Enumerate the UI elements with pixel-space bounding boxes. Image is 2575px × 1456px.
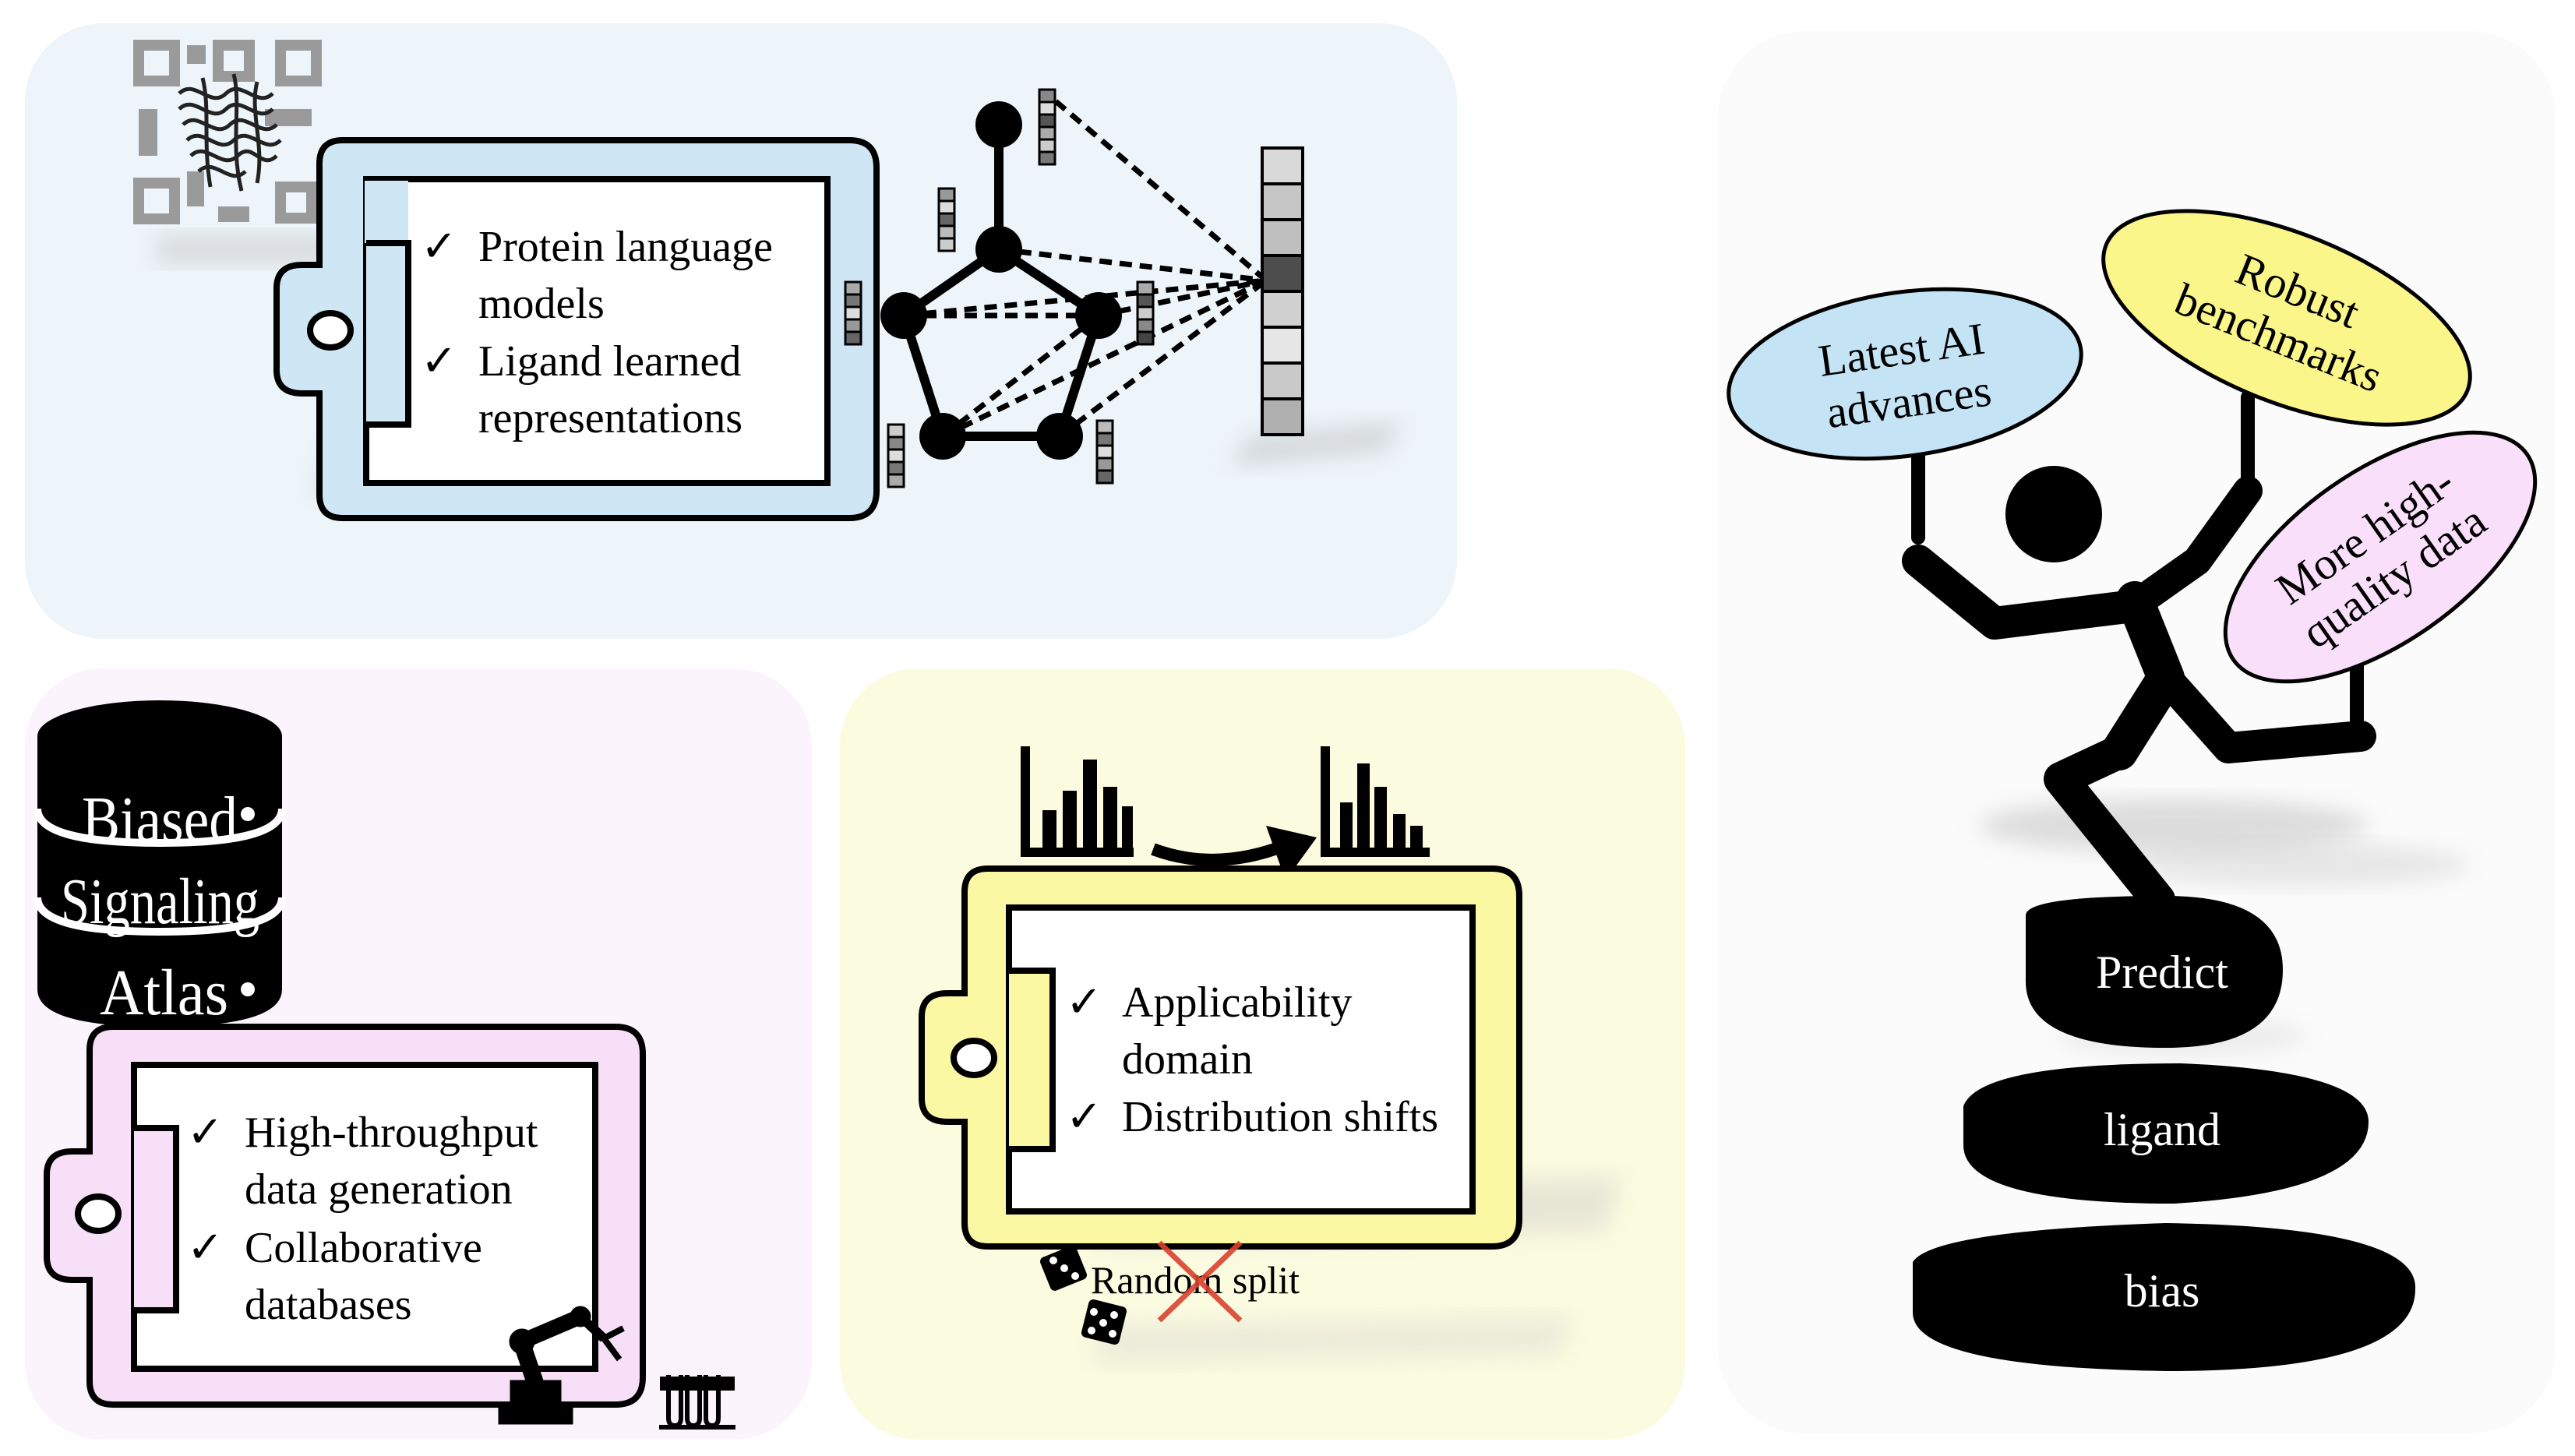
shift-arrow-icon (1151, 826, 1317, 880)
balloon-robust-benchmarks: Robust benchmarks (2101, 209, 2472, 427)
feature-vector-icon (887, 423, 905, 488)
benchmarks-panel: ✓ Applicability domain ✓ Distribution sh… (919, 746, 1621, 1363)
cross-out-icon (1157, 1240, 1243, 1323)
checkmark-icon: ✓ (421, 337, 457, 386)
checklist-item-collaborative-cont: databases (245, 1281, 412, 1329)
checklist-item-applicability: Applicability (1122, 978, 1353, 1027)
checklist-item-ligand-learned-cont: representations (478, 394, 743, 442)
dice-icon (1040, 1246, 1087, 1291)
checklist-item-high-throughput-cont: data generation (245, 1165, 513, 1214)
checkmark-icon: ✓ (187, 1109, 224, 1157)
checkmark-icon: ✓ (1066, 978, 1102, 1027)
tablet-button-icon (75, 1193, 122, 1234)
checklist-item-distribution-shifts: Distribution shifts (1122, 1093, 1438, 1141)
protein-structure-icon (133, 40, 322, 224)
checkmark-icon: ✓ (421, 223, 457, 271)
database-label-biased: Biased (82, 784, 238, 856)
feature-vector-icon (937, 187, 956, 252)
embedding-vector-icon (1261, 146, 1304, 436)
checklist-item-applicability-cont: domain (1122, 1035, 1253, 1084)
data-tablet: ✓ High-throughput data generation ✓ Coll… (44, 1024, 646, 1408)
checklist-item-protein-language-cont: models (478, 280, 605, 328)
distribution-histogram-icon (1021, 746, 1134, 857)
representations-panel: ✓ Protein language models ✓ Ligand learn… (133, 40, 1402, 521)
feature-vector-icon (1095, 419, 1114, 485)
checklist-item-protein-language: Protein language (478, 223, 773, 271)
feature-vector-icon (1136, 280, 1155, 346)
representations-tablet: ✓ Protein language models ✓ Ligand learn… (273, 137, 880, 521)
checkmark-icon: ✓ (1066, 1093, 1102, 1141)
svg-text:ligand: ligand (2104, 1104, 2220, 1155)
juggler-figure-icon (1902, 466, 2376, 917)
database-label-atlas: Atlas (100, 957, 228, 1029)
svg-text:Predict: Predict (2096, 947, 2228, 998)
database-icon: Biased Signaling Atlas (34, 700, 286, 1029)
checkmark-icon: ✓ (187, 1224, 224, 1272)
feature-vector-icon (844, 280, 862, 346)
balloon-latest-ai: Latest AI advances (1727, 287, 2083, 461)
test-tube-rack-icon (659, 1375, 735, 1430)
benchmarks-tablet: ✓ Applicability domain ✓ Distribution sh… (919, 865, 1522, 1250)
stone-predict: Predict (2026, 896, 2283, 1048)
checklist-item-ligand-learned: Ligand learned (478, 337, 741, 386)
stone-ligand: ligand (1963, 1063, 2369, 1204)
data-panel: Biased Signaling Atlas ✓ High-throughput… (34, 700, 735, 1430)
robot-arm-icon (498, 1306, 625, 1425)
checklist-item-high-throughput: High-throughput (245, 1109, 538, 1157)
tablet-button-icon (307, 310, 354, 351)
svg-text:bias: bias (2125, 1265, 2200, 1317)
dice-icon (1081, 1299, 1127, 1345)
stone-bias: bias (1913, 1223, 2416, 1371)
molecule-graph-icon (844, 88, 1304, 488)
checklist-item-collaborative: Collaborative (245, 1224, 482, 1272)
feature-vector-icon (1038, 88, 1056, 166)
distribution-histogram-icon (1321, 746, 1430, 857)
database-label-signaling: Signaling (61, 865, 259, 938)
tablet-button-icon (951, 1038, 997, 1078)
